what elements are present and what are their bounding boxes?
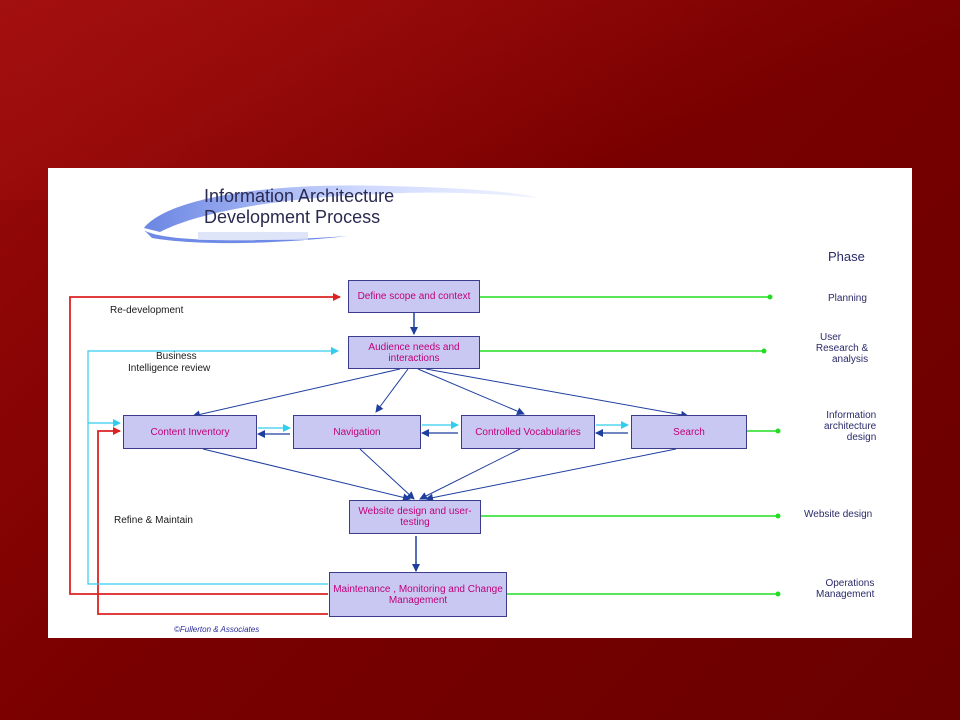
title-line-2: Development Process: [204, 207, 381, 227]
title-swoosh-logo: [144, 185, 538, 244]
node-search: Search: [631, 415, 747, 449]
phase-operations-line-2: Management: [816, 589, 875, 600]
node-content-inventory: Content Inventory: [123, 415, 257, 449]
phase-operations-line-1: Operations: [825, 578, 875, 589]
phase-planning: Planning: [828, 293, 867, 304]
phase-ia-design: Information architecture design: [824, 410, 876, 443]
node-website-design: Website design and user-testing: [349, 500, 481, 534]
phase-user-research-line-1: User: [820, 332, 842, 343]
phase-header: Phase: [828, 249, 865, 264]
label-business: Business: [156, 351, 197, 362]
label-refine-maintain: Refine & Maintain: [114, 515, 193, 526]
phase-operations: Operations Management: [816, 578, 874, 600]
phase-ia-design-line-3: design: [846, 432, 877, 443]
copyright-text: ©Fullerton & Associates: [174, 625, 260, 634]
phase-ia-design-line-1: Information: [826, 410, 877, 421]
diagram-title: Information Architecture Development Pro…: [204, 186, 394, 228]
phase-website-design: Website design: [804, 509, 873, 520]
label-redevelopment: Re-development: [110, 305, 184, 316]
node-controlled-vocabularies: Controlled Vocabularies: [461, 415, 595, 449]
node-define-scope: Define scope and context: [348, 280, 480, 313]
diagram-panel: Information Architecture Development Pro…: [48, 168, 912, 638]
diagram-connectors: [69, 185, 781, 615]
title-line-1: Information Architecture: [204, 186, 395, 206]
node-maintenance: Maintenance , Monitoring and Change Mana…: [329, 572, 507, 617]
label-intelligence-review: Intelligence review: [128, 363, 211, 374]
node-audience-needs: Audience needs and interactions: [348, 336, 480, 369]
slide-background-band: [0, 0, 960, 200]
phase-user-research-line-2: Research &: [815, 343, 869, 354]
phase-ia-design-line-2: architecture: [824, 421, 877, 432]
phase-user-research: User Research & analysis: [812, 332, 868, 365]
phase-user-research-line-3: analysis: [832, 354, 869, 365]
node-navigation: Navigation: [293, 415, 421, 449]
